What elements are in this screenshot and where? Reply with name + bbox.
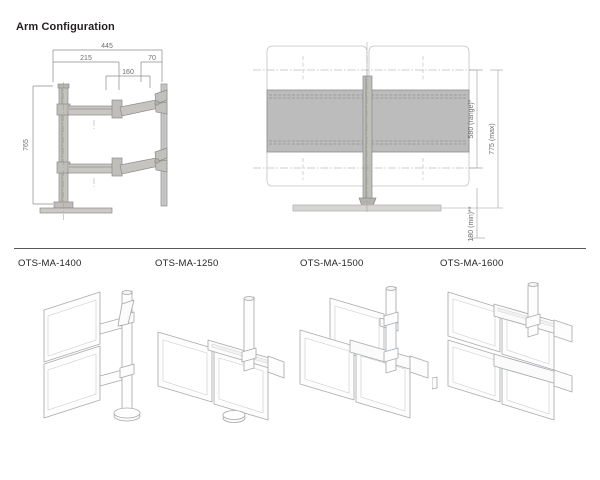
dim-775-max: 775 (max)	[489, 123, 496, 155]
section-divider	[14, 248, 586, 249]
product-illustration-ots-ma-1500	[299, 286, 429, 419]
dim-580-range: 580 (range)*	[468, 99, 475, 138]
side-elevation-drawing: 445 215 70 160 765	[23, 43, 168, 220]
product-code-ots-ma-1250: OTS-MA-1250	[155, 258, 219, 269]
product-code-ots-ma-1500: OTS-MA-1500	[300, 258, 364, 269]
product-code-ots-ma-1600: OTS-MA-1600	[440, 258, 504, 269]
dim-765: 765	[23, 139, 30, 151]
dim-70: 70	[148, 55, 156, 62]
front-elevation-drawing: 580 (range)* 775 (max) 180 (min)**	[253, 42, 503, 242]
product-code-ots-ma-1400: OTS-MA-1400	[18, 258, 82, 269]
dim-160: 160	[122, 69, 134, 76]
dim-180-min: 180 (min)**	[468, 206, 475, 241]
dim-215: 215	[80, 55, 92, 62]
page-title: Arm Configuration	[16, 21, 115, 33]
product-illustration-ots-ma-1250	[157, 296, 285, 423]
product-illustration-ots-ma-1400	[43, 290, 141, 422]
dim-445: 445	[101, 43, 113, 50]
product-illustration-ots-ma-1600	[432, 282, 573, 421]
